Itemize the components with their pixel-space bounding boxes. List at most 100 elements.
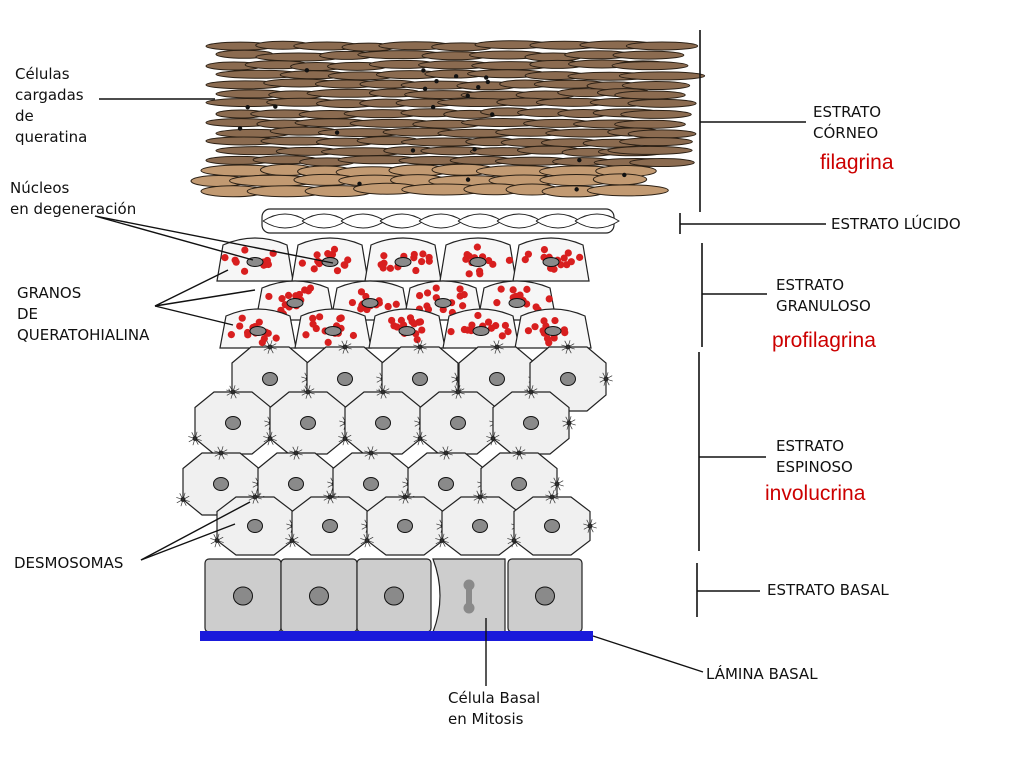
keratohyalin-granule xyxy=(264,260,273,269)
corneum-desmosome xyxy=(622,172,627,178)
keratohyalin-granule xyxy=(272,334,280,342)
keratohyalin-granule xyxy=(564,249,572,257)
keratohyalin-granule xyxy=(357,288,366,296)
keratohyalin-granule xyxy=(315,260,323,268)
keratohyalin-granule xyxy=(474,311,482,320)
nucleus xyxy=(337,372,353,386)
tonofilament xyxy=(364,449,378,457)
lucidum-cell xyxy=(574,213,620,229)
tonofilament xyxy=(451,388,465,396)
keratohyalin-granule xyxy=(484,318,493,326)
leader-line xyxy=(154,289,256,307)
layer-name-basal: ESTRATO BASAL xyxy=(767,581,889,599)
layer-brackets xyxy=(679,30,826,617)
keratohyalin-granule xyxy=(392,300,400,308)
keratohyalin-granule xyxy=(258,339,266,347)
nucleus xyxy=(384,586,404,606)
nucleus xyxy=(375,416,391,430)
keratohyalin-granule xyxy=(336,315,344,323)
degenerating-nucleus xyxy=(472,326,490,336)
corneum-desmosome xyxy=(245,104,250,110)
degenerating-nucleus xyxy=(394,257,412,267)
degenerating-nucleus xyxy=(324,326,342,336)
keratohyalin-granule xyxy=(493,299,501,307)
keratohyalin-granule xyxy=(348,298,357,307)
nucleus xyxy=(472,519,488,533)
keratinized-cell xyxy=(620,109,692,119)
nucleus xyxy=(450,416,466,430)
nucleus xyxy=(225,416,241,430)
keratohyalin-granule xyxy=(413,335,421,344)
degenerating-nucleus xyxy=(508,298,526,308)
leader-line xyxy=(94,215,254,261)
keratohyalin-granule xyxy=(380,252,388,260)
corneum-desmosome xyxy=(273,104,278,109)
corneum-desmosome xyxy=(357,181,362,187)
keratohyalin-granule xyxy=(240,267,249,275)
keratohyalin-granule xyxy=(292,292,300,300)
nucleus xyxy=(412,372,428,386)
corneum-desmosome xyxy=(472,147,477,152)
tonofilament xyxy=(289,449,303,457)
label-desmosomes: DESMOSOMAS xyxy=(14,554,124,572)
keratohyalin-granule xyxy=(551,316,559,325)
tonofilament xyxy=(583,522,597,530)
tonofilament xyxy=(413,434,427,443)
corneum-desmosome xyxy=(304,68,310,73)
tonofilament xyxy=(561,343,575,351)
keratohyalin-granule xyxy=(386,264,395,272)
nucleus xyxy=(489,372,505,386)
tonofilament xyxy=(188,434,202,443)
tonofilament xyxy=(376,388,390,396)
keratohyalin-granule xyxy=(497,285,505,293)
keratohyalin-granule xyxy=(524,250,533,258)
keratohyalin-granule xyxy=(504,328,512,336)
leader-line xyxy=(94,215,334,264)
keratohyalin-granule xyxy=(397,316,405,324)
tonofilament xyxy=(490,343,504,351)
keratohyalin-granule xyxy=(298,259,306,267)
layer-name-lucido: ESTRATO LÚCIDO xyxy=(831,215,961,233)
keratohyalin-granule xyxy=(425,253,433,262)
nucleus xyxy=(363,477,379,491)
keratinized-cell xyxy=(611,61,689,71)
keratohyalin-granule xyxy=(447,327,455,336)
keratohyalin-granule xyxy=(523,285,531,293)
keratohyalin-granule xyxy=(545,295,553,303)
keratohyalin-granule xyxy=(416,291,424,300)
degenerating-nucleus xyxy=(286,298,304,308)
degenerating-nucleus xyxy=(361,298,379,308)
nucleus xyxy=(544,519,560,533)
corneum-desmosome xyxy=(422,86,428,91)
leader-line xyxy=(154,305,234,326)
keratohyalin-granule xyxy=(238,314,246,322)
keratohyalin-granule xyxy=(468,321,476,329)
keratohyalin-granule xyxy=(475,267,484,275)
keratinized-cell xyxy=(618,71,706,81)
keratohyalin-granule xyxy=(255,318,263,326)
leader-line xyxy=(140,523,236,561)
nucleus xyxy=(397,519,413,533)
keratohyalin-granule xyxy=(324,338,332,347)
corneum-desmosome xyxy=(577,157,582,163)
keratinized-cell xyxy=(619,137,693,147)
keratohyalin-granule xyxy=(284,291,293,300)
keratohyalin-granule xyxy=(412,266,420,275)
stratum-basale-cells xyxy=(204,558,583,633)
keratinized-cell xyxy=(614,90,686,100)
corneum-desmosome xyxy=(465,177,471,182)
tonofilament xyxy=(263,343,277,351)
keratinized-cell xyxy=(627,129,697,139)
corneum-desmosome xyxy=(434,78,439,84)
keratohyalin-granule xyxy=(410,320,418,328)
keratohyalin-granule xyxy=(312,324,320,333)
nucleus xyxy=(288,477,304,491)
tonofilament xyxy=(550,480,564,488)
keratohyalin-granule xyxy=(410,250,418,259)
tonofilament xyxy=(413,343,427,351)
keratohyalin-granule xyxy=(324,250,332,258)
keratohyalin-granule xyxy=(418,326,426,334)
tonofilament xyxy=(301,388,315,396)
